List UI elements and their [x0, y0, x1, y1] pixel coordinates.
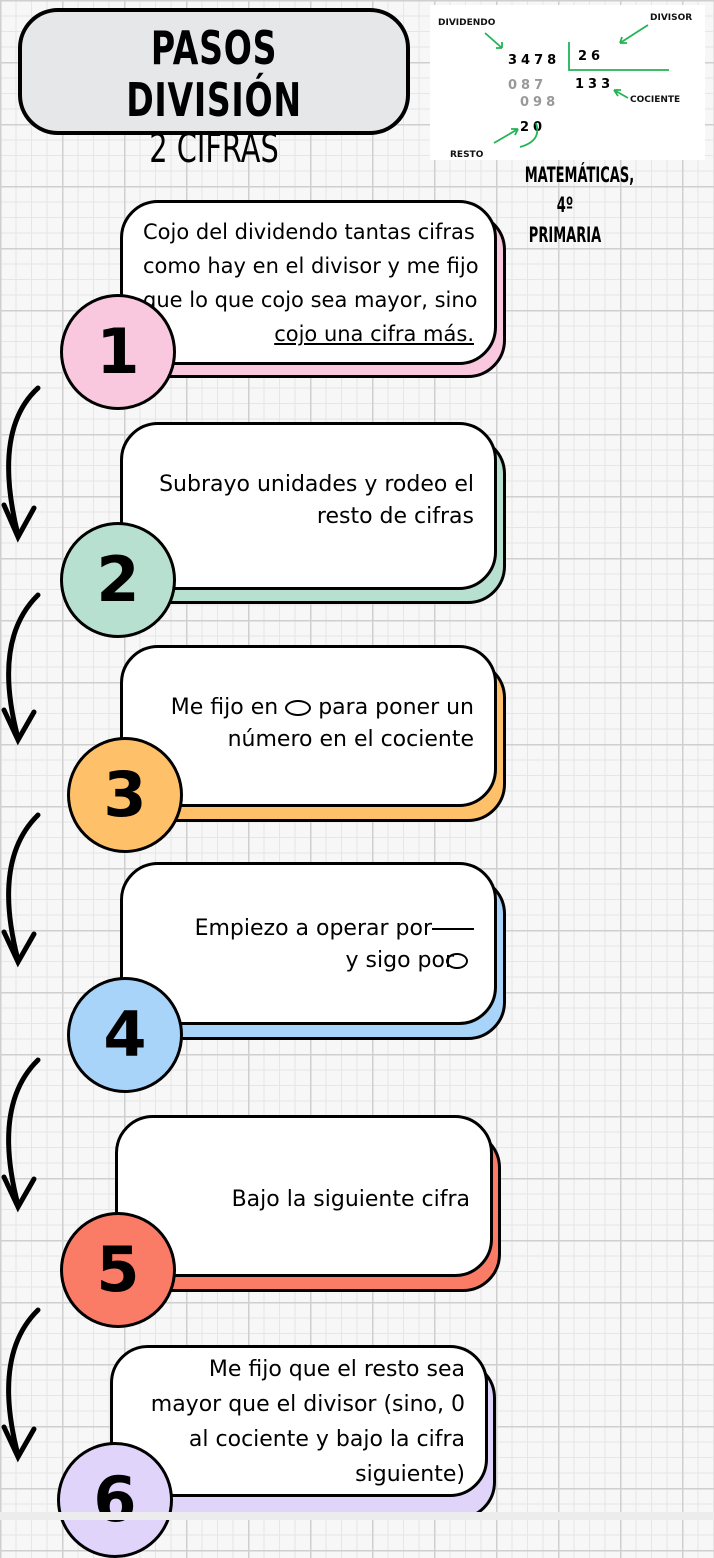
oval-icon [285, 700, 312, 716]
oval-icon [446, 953, 468, 969]
step-text: al cociente y bajo la cifra [188, 1427, 465, 1452]
down-arrow-icon [1, 385, 41, 543]
subject-label: MATEMÁTICAS, 4º PRIMARIA [524, 160, 635, 250]
step-text: que lo que cojo sea mayor, sino [143, 288, 478, 312]
division-diagram: DIVIDENDO DIVISOR COCIENTE RESTO 3478 26… [430, 5, 705, 160]
step-text: para poner un [318, 695, 474, 720]
step-4-box: Empiezo a operar por y sigo por [120, 862, 497, 1025]
step-number-badge: 5 [60, 1212, 176, 1328]
step-text: siguiente) [355, 1462, 465, 1487]
title-box: PASOS DIVISIÓN 2 CIFRAS [18, 8, 410, 172]
step-text: resto de cifras [316, 504, 474, 529]
title-line1: PASOS DIVISIÓN [126, 21, 302, 127]
step-number-badge: 3 [67, 737, 183, 853]
step-text: cojo una cifra más. [274, 322, 474, 346]
step-3-box: Me fijo en para poner un número en el co… [120, 645, 497, 807]
step-number-badge: 4 [67, 977, 183, 1093]
down-arrow-icon [1, 1307, 41, 1463]
underline-icon [432, 928, 474, 930]
partial-1: 087 [508, 78, 548, 93]
diagram-arrows [484, 24, 669, 148]
down-arrow-icon [1, 812, 41, 968]
partial-2: 098 [520, 95, 560, 110]
step-text: como hay en el divisor y me fijo [143, 254, 479, 278]
down-arrow-icon [1, 1057, 41, 1213]
resto-label: RESTO [450, 150, 484, 160]
step-1-box: Cojo del dividendo tantas cifras como ha… [120, 200, 497, 365]
step-text: Me fijo que el resto sea [208, 1357, 465, 1382]
step-text: y sigo por [345, 948, 454, 973]
step-6-box: Me fijo que el resto sea mayor que el di… [110, 1345, 488, 1497]
step-5-box: Bajo la siguiente cifra [115, 1115, 493, 1277]
step-text: Subrayo unidades y rodeo el [159, 472, 474, 497]
subject-line1: MATEMÁTICAS, [524, 163, 635, 187]
divisor: 26 [578, 49, 605, 64]
dividendo-label: DIVIDENDO [438, 18, 496, 28]
step-number-badge: 6 [57, 1442, 173, 1558]
bottom-bar [0, 1512, 714, 1520]
step-text: Bajo la siguiente cifra [231, 1187, 470, 1212]
step-text: Cojo del dividendo tantas cifras [143, 220, 475, 244]
dividend: 3478 [508, 53, 561, 68]
cociente-label: COCIENTE [630, 95, 681, 105]
quotient: 133 [575, 77, 615, 92]
step-text: mayor que el divisor (sino, 0 [150, 1392, 465, 1417]
step-number-badge: 2 [60, 522, 176, 638]
title-line2: 2 CIFRAS [149, 126, 279, 172]
step-number-badge: 1 [60, 294, 176, 410]
step-text: Me fijo en [170, 695, 279, 720]
divisor-label: DIVISOR [650, 13, 693, 23]
down-arrow-icon [1, 592, 41, 746]
flow-arrows [1, 385, 41, 1463]
step-2-box: Subrayo unidades y rodeo el resto de cif… [120, 422, 497, 590]
subject-line2: 4º PRIMARIA [528, 193, 602, 247]
step-text: número en el cociente [227, 727, 474, 752]
step-text: Empiezo a operar por [194, 916, 432, 941]
